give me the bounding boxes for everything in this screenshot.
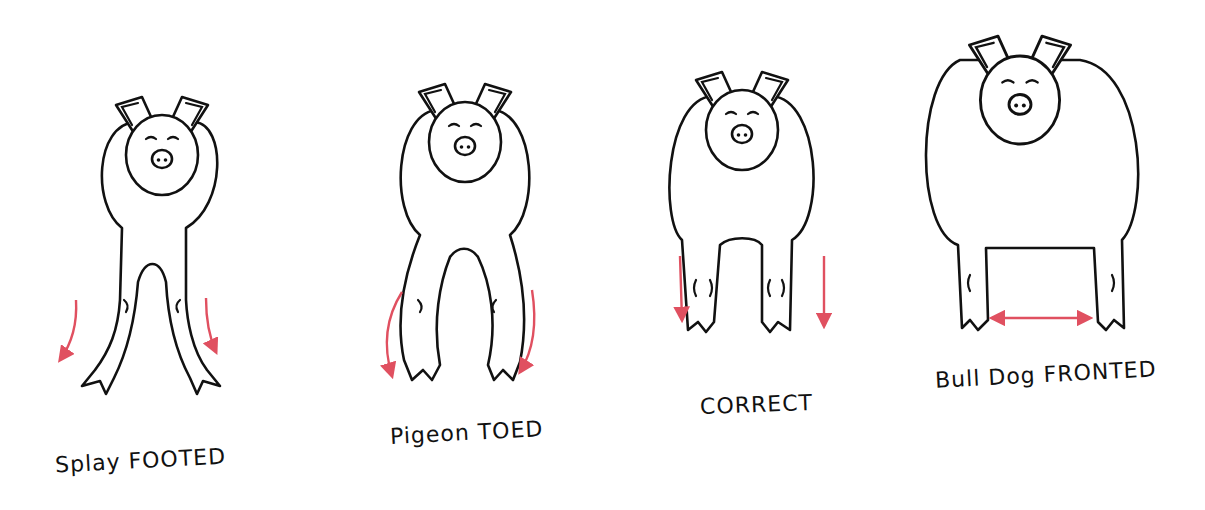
direction-arrow xyxy=(520,290,534,372)
direction-arrow xyxy=(206,298,216,352)
caption-label: Bull Dog FRONTED xyxy=(934,356,1157,393)
correct-pig xyxy=(669,72,824,332)
direction-arrow xyxy=(387,292,402,376)
caption-label: Splay FOOTED xyxy=(54,444,226,478)
caption-label: Pigeon TOED xyxy=(389,416,543,449)
width-arrow xyxy=(992,317,1090,319)
caption-label: CORRECT xyxy=(700,390,814,419)
direction-arrow xyxy=(680,256,682,320)
pig-head xyxy=(969,36,1070,144)
bull-dog-fronted-pig xyxy=(926,36,1138,330)
pig-head xyxy=(696,72,788,170)
direction-arrow xyxy=(60,300,76,360)
pigeon-toed-pig xyxy=(387,84,534,380)
pig-head xyxy=(116,97,208,195)
pig-head xyxy=(419,84,511,182)
splay-footed-pig xyxy=(60,97,220,394)
direction-arrow xyxy=(823,256,825,326)
